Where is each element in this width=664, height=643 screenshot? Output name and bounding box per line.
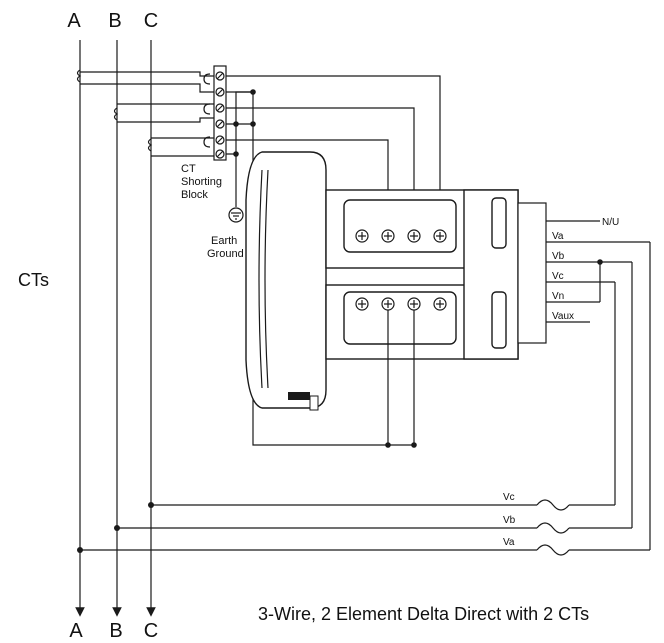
ct-block-label-1: CT (181, 163, 196, 175)
junction-dot (385, 442, 391, 448)
vc-label: Vc (552, 271, 564, 282)
vaux-label: Vaux (552, 311, 574, 322)
ct-coil-icon (147, 138, 153, 152)
ct-a-lead-2 (80, 83, 214, 93)
screw-terminal-icon (355, 229, 447, 243)
junction-dot (77, 547, 83, 553)
ct-block-label-3: Block (181, 189, 208, 201)
diagram-title: 3-Wire, 2 Element Delta Direct with 2 CT… (258, 604, 589, 624)
phase-c-top-label: C (144, 10, 158, 32)
fuse-vb-label: Vb (503, 515, 516, 526)
ct-a-lead-1 (80, 71, 214, 77)
earth-label-2: Ground (207, 248, 244, 260)
phase-b-bottom-label: B (109, 620, 122, 642)
ct-b-lead-2 (117, 117, 214, 123)
junction-dot (250, 121, 256, 127)
fuse-icon (536, 522, 570, 534)
junction-dot (250, 89, 256, 95)
va-label: Va (552, 231, 564, 242)
junction-dot (114, 525, 120, 531)
ct-shorting-block (203, 65, 227, 161)
junction-dot (148, 502, 154, 508)
earth-ground-icon (228, 207, 244, 223)
ct-coil-icon (113, 107, 119, 121)
vb-label: Vb (552, 251, 565, 262)
junction-dot (597, 259, 603, 265)
screw-terminal-icon (215, 71, 225, 159)
phase-b-top-label: B (108, 10, 121, 32)
voltage-terminal-block (517, 202, 547, 344)
junction-dot (233, 121, 239, 127)
ct-block-label-2: Shorting (181, 176, 222, 188)
nu-label: N/U (602, 217, 619, 228)
ct-coil-icon (76, 69, 82, 83)
earth-label-1: Earth (211, 235, 237, 247)
fuse-icon (536, 544, 570, 556)
junction-dot (411, 442, 417, 448)
ct-out-c2 (226, 91, 253, 155)
phase-c-bottom-label: C (144, 620, 158, 642)
fuse-vc-label: Vc (503, 492, 515, 503)
ct-out-a1 (226, 75, 441, 236)
phase-a-top-label: A (67, 10, 81, 32)
fuse-va-label: Va (503, 537, 515, 548)
fuse-icon (536, 499, 570, 511)
meter-body (245, 151, 519, 411)
phase-a-bottom-label: A (69, 620, 83, 642)
vn-label: Vn (552, 291, 564, 302)
cts-label: CTs (18, 270, 49, 290)
